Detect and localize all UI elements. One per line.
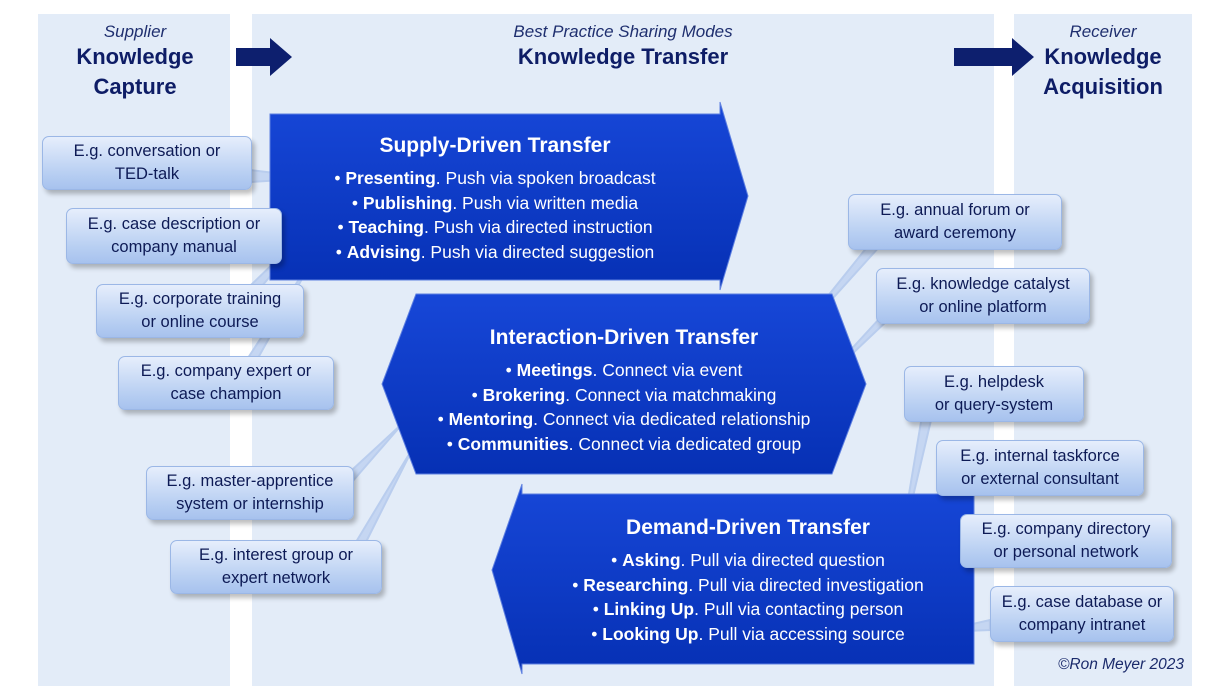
supply-block: Supply-Driven Transfer • Presenting. Pus…	[280, 134, 710, 264]
header-arrow-left	[236, 38, 292, 76]
interaction-item: • Communities. Connect via dedicated gro…	[446, 433, 802, 454]
modes-title: Knowledge Transfer	[517, 44, 729, 69]
supply-item: • Publishing. Push via written media	[351, 192, 639, 213]
demand-item: • Asking. Pull via directed question	[611, 550, 885, 570]
interaction-arrow-shape	[381, 293, 867, 475]
interaction-item: • Brokering. Connect via matchmaking	[471, 384, 777, 405]
demand-block: Demand-Driven Transfer • Asking. Pull vi…	[530, 516, 966, 646]
supplier-title-line1: Knowledge	[76, 44, 194, 69]
modes-subtitle: Best Practice Sharing Modes	[513, 22, 733, 41]
demand-arrow-shape	[491, 483, 975, 675]
interaction-title: Interaction-Driven Transfer	[489, 326, 759, 349]
demand-item: • Researching. Pull via directed investi…	[572, 574, 924, 595]
supply-item: • Advising. Push via directed suggestion	[335, 241, 655, 262]
receiver-panel	[1014, 14, 1192, 686]
interaction-item: • Meetings. Connect via event	[505, 360, 743, 380]
supply-item: • Teaching. Push via directed instructio…	[337, 217, 653, 237]
interaction-block: Interaction-Driven Transfer • Meetings. …	[398, 326, 850, 456]
supply-item: • Presenting. Push via spoken broadcast	[334, 168, 656, 188]
demand-item: • Looking Up. Pull via accessing source	[591, 623, 905, 644]
header-arrow-right	[954, 38, 1034, 76]
supply-title: Supply-Driven Transfer	[379, 134, 611, 157]
pointer-c5	[351, 421, 405, 485]
receiver-title-line1: Knowledge	[1044, 44, 1162, 69]
receiver-header: Receiver Knowledge Acquisition	[1014, 22, 1192, 102]
receiver-subtitle: Receiver	[1069, 22, 1137, 41]
demand-title: Demand-Driven Transfer	[626, 516, 870, 539]
modes-header: Best Practice Sharing Modes Knowledge Tr…	[380, 22, 866, 72]
supply-arrow-shape	[269, 101, 749, 291]
supplier-header: Supplier Knowledge Capture	[40, 22, 230, 102]
demand-item: • Linking Up. Pull via contacting person	[592, 599, 904, 619]
receiver-title-line2: Acquisition	[1043, 74, 1163, 99]
supplier-subtitle: Supplier	[103, 22, 167, 41]
copyright: ©Ron Meyer 2023	[1057, 656, 1184, 673]
supplier-title-line2: Capture	[93, 74, 177, 99]
interaction-item: • Mentoring. Connect via dedicated relat…	[437, 409, 811, 429]
